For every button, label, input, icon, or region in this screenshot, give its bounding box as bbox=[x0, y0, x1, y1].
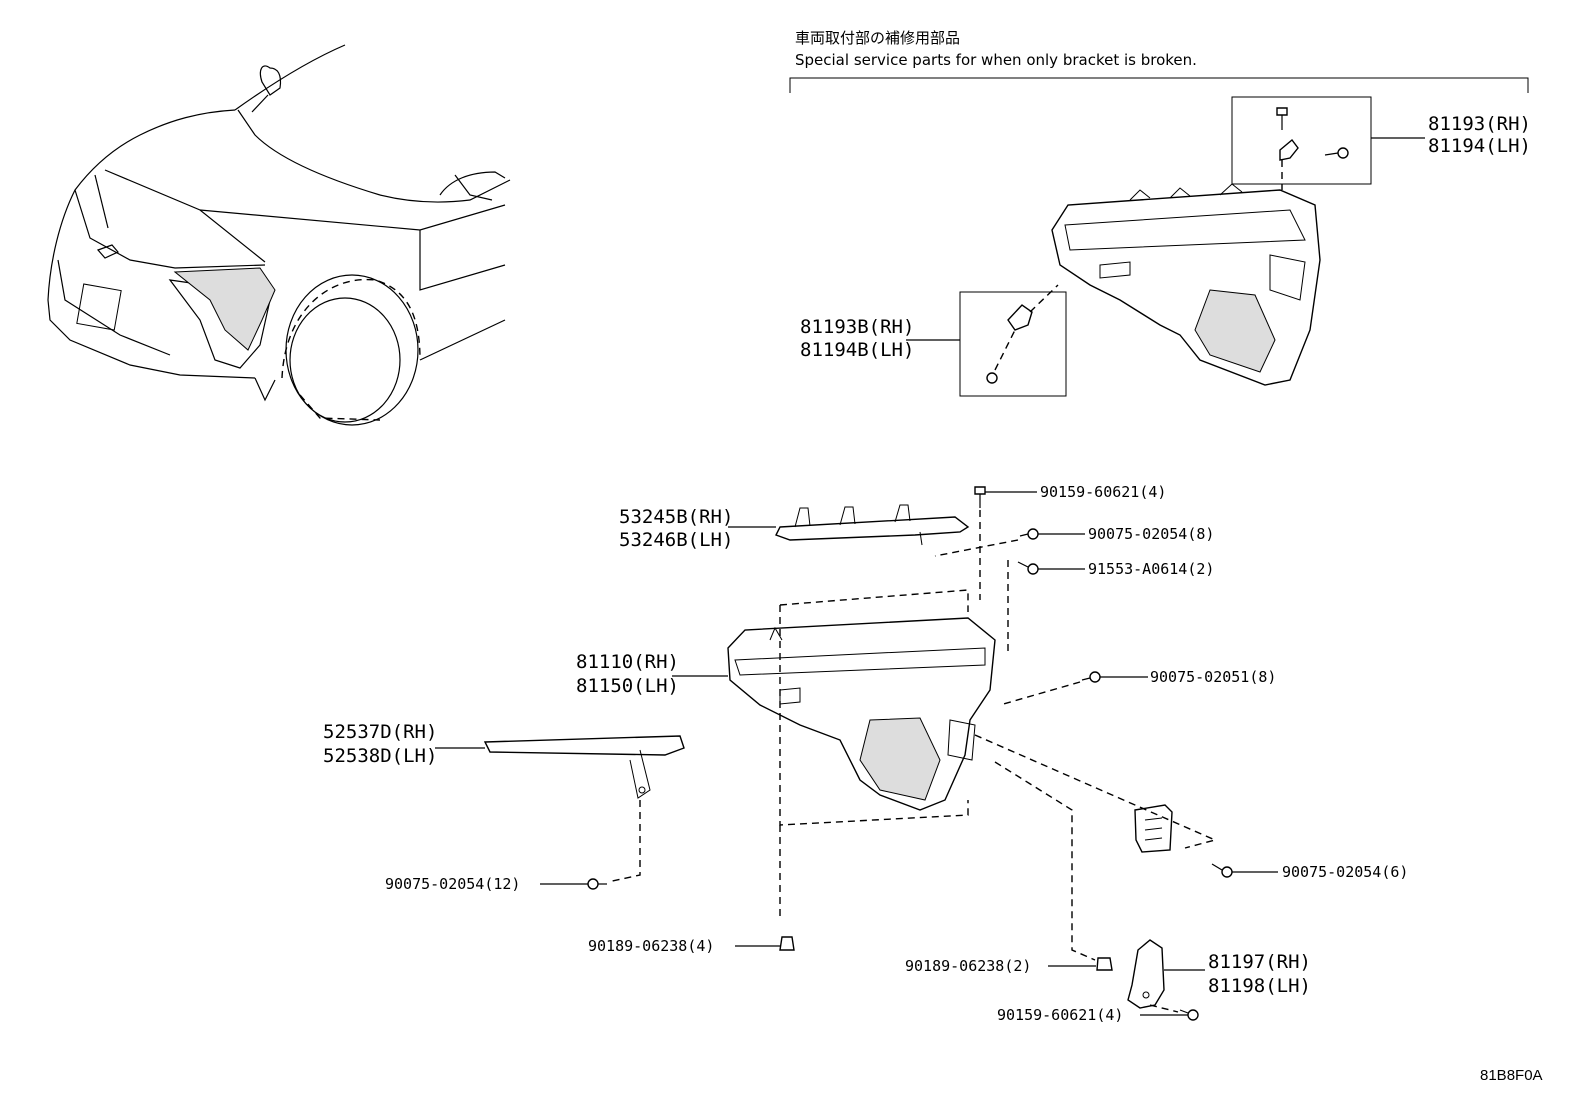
bracket-81193-illustration bbox=[1276, 107, 1349, 161]
lower-bracket-52537D-illustration bbox=[483, 735, 685, 799]
bolt-90075-02051-icon bbox=[1081, 671, 1101, 683]
vehicle-overview-illustration bbox=[47, 44, 511, 426]
label-81198: 81198(LH) bbox=[1208, 975, 1311, 997]
headlamp-detail-illustration bbox=[1051, 183, 1321, 386]
label-53245B: 53245B(RH) bbox=[619, 506, 733, 528]
nut-90189-06238-2-icon bbox=[1096, 957, 1113, 971]
note-english: Special service parts for when only brac… bbox=[795, 51, 1197, 69]
label-90159-60621-bottom: 90159-60621(4) bbox=[997, 1006, 1123, 1024]
label-81150: 81150(LH) bbox=[576, 675, 679, 697]
label-90075-02051: 90075-02051(8) bbox=[1150, 668, 1276, 686]
label-81197: 81197(RH) bbox=[1208, 951, 1311, 973]
label-52538D: 52538D(LH) bbox=[323, 745, 437, 767]
nut-90189-06238-4-icon bbox=[779, 936, 795, 951]
upper-bracket-53245B-illustration bbox=[775, 504, 970, 546]
bracket-81197-illustration bbox=[1127, 939, 1165, 1009]
label-81110: 81110(RH) bbox=[576, 651, 679, 673]
bracket-kit-box-upper bbox=[1231, 96, 1372, 185]
label-90075-02054-8: 90075-02054(8) bbox=[1088, 525, 1214, 543]
side-bracket-illustration bbox=[1134, 804, 1173, 853]
label-90075-02054-12: 90075-02054(12) bbox=[385, 875, 520, 893]
headlamp-81110-illustration bbox=[727, 617, 996, 811]
label-81193: 81193(RH) bbox=[1428, 113, 1531, 135]
label-90189-06238-4: 90189-06238(4) bbox=[588, 937, 714, 955]
bolt-90159-60621-top-icon bbox=[974, 486, 986, 508]
bolt-91553-A0614-icon bbox=[1017, 561, 1039, 575]
bolt-90075-02054-6-icon bbox=[1211, 863, 1233, 878]
bolt-90075-02054-12-icon bbox=[587, 878, 607, 890]
label-81193B: 81193B(RH) bbox=[800, 316, 914, 338]
label-91553-A0614: 91553-A0614(2) bbox=[1088, 560, 1214, 578]
note-bracket bbox=[789, 77, 1529, 93]
label-81194: 81194(LH) bbox=[1428, 135, 1531, 157]
label-90075-02054-6: 90075-02054(6) bbox=[1282, 863, 1408, 881]
note-japanese: 車両取付部の補修用部品 bbox=[795, 29, 960, 47]
bolt-90075-02054-8-icon bbox=[1019, 528, 1039, 540]
bracket-81193B-illustration bbox=[986, 304, 1033, 384]
label-52537D: 52537D(RH) bbox=[323, 721, 437, 743]
label-90159-60621-top: 90159-60621(4) bbox=[1040, 483, 1166, 501]
bracket-kit-box-lower bbox=[959, 291, 1067, 397]
label-53246B: 53246B(LH) bbox=[619, 529, 733, 551]
diagram-code: 81B8F0A bbox=[1480, 1067, 1543, 1084]
label-90189-06238-2: 90189-06238(2) bbox=[905, 957, 1031, 975]
label-81194B: 81194B(LH) bbox=[800, 339, 914, 361]
